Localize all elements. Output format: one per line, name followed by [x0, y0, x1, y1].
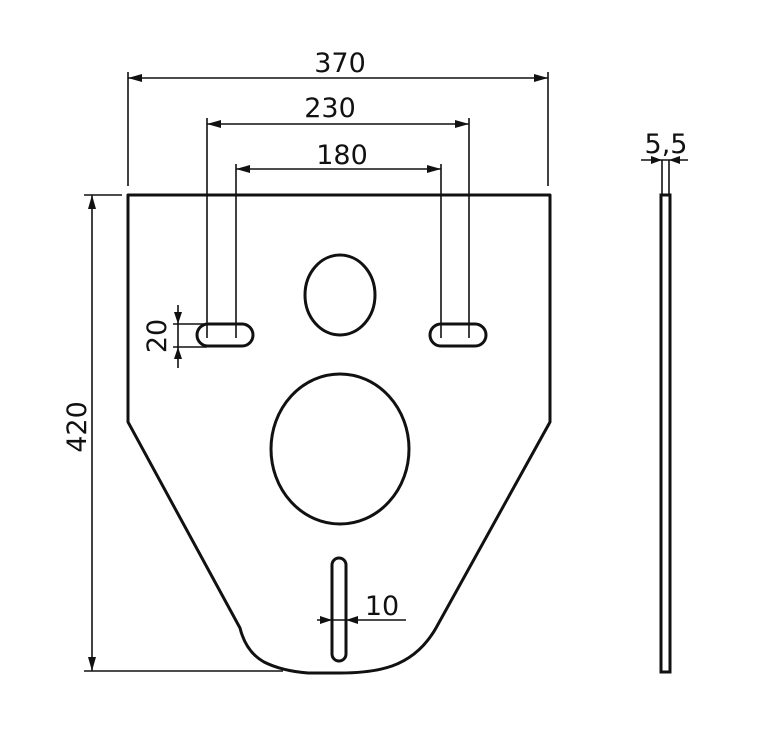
upper-opening: [303, 253, 377, 337]
arrow-icon: [455, 120, 469, 128]
lower-opening: [269, 372, 411, 526]
arrow-icon: [320, 616, 332, 624]
dim-label-fixing-outer: 230: [304, 93, 356, 124]
dim-label-bottom-slot-width: 10: [365, 591, 399, 622]
dim-label-thickness: 5,5: [645, 129, 688, 160]
arrow-icon: [651, 156, 662, 164]
arrow-icon: [534, 74, 548, 82]
side-profile: [659, 193, 672, 674]
mounting-slot-left: [195, 322, 255, 348]
dim-label-overall-width: 370: [314, 48, 366, 79]
arrow-icon: [174, 312, 182, 324]
dim-label-overall-height: 420: [62, 401, 93, 453]
arrow-icon: [174, 347, 182, 359]
arrow-icon: [207, 120, 221, 128]
arrow-icon: [128, 74, 142, 82]
arrow-icon: [88, 195, 96, 209]
arrow-icon: [346, 616, 358, 624]
arrow-icon: [236, 165, 250, 173]
bottom-slot: [330, 556, 348, 663]
arrow-icon: [88, 657, 96, 671]
plate-outline: [126, 193, 552, 675]
arrow-icon: [669, 156, 680, 164]
dim-label-fixing-inner: 180: [316, 140, 368, 171]
dim-label-slot-height: 20: [142, 319, 173, 353]
arrow-icon: [427, 165, 441, 173]
mounting-slot-right: [428, 322, 488, 348]
